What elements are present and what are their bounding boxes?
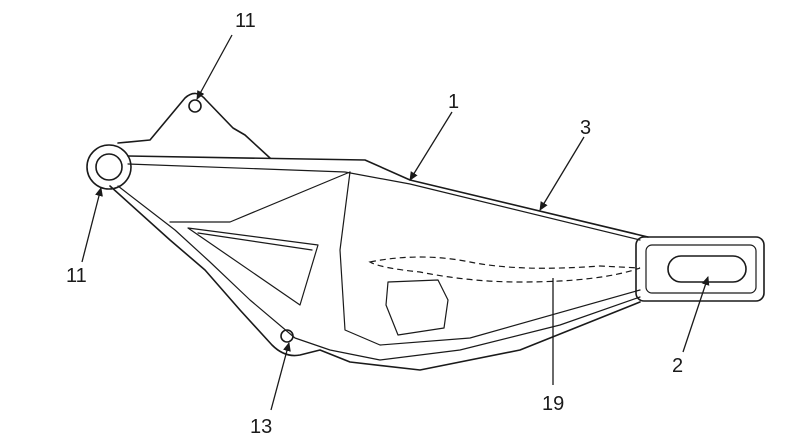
ref-19: 19 (542, 393, 564, 415)
ref-1: 1 (448, 91, 459, 113)
leader-2 (682, 276, 710, 353)
lower-hole (280, 329, 294, 343)
ref-13: 13 (250, 416, 272, 438)
dashed-feature (368, 256, 641, 283)
end-block (635, 236, 765, 302)
leader-11-top (196, 34, 233, 100)
ref-11-top: 11 (235, 10, 256, 32)
ref-11-left: 11 (66, 265, 87, 287)
ref-3: 3 (580, 117, 591, 139)
pivot-bore (86, 144, 132, 190)
leader-11-left (81, 187, 103, 263)
arm-body (109, 92, 649, 371)
ref-2: 2 (672, 355, 683, 377)
leader-1 (409, 111, 453, 181)
leader-13 (270, 342, 291, 411)
leader-3 (539, 136, 585, 211)
upper-hole (188, 99, 202, 113)
